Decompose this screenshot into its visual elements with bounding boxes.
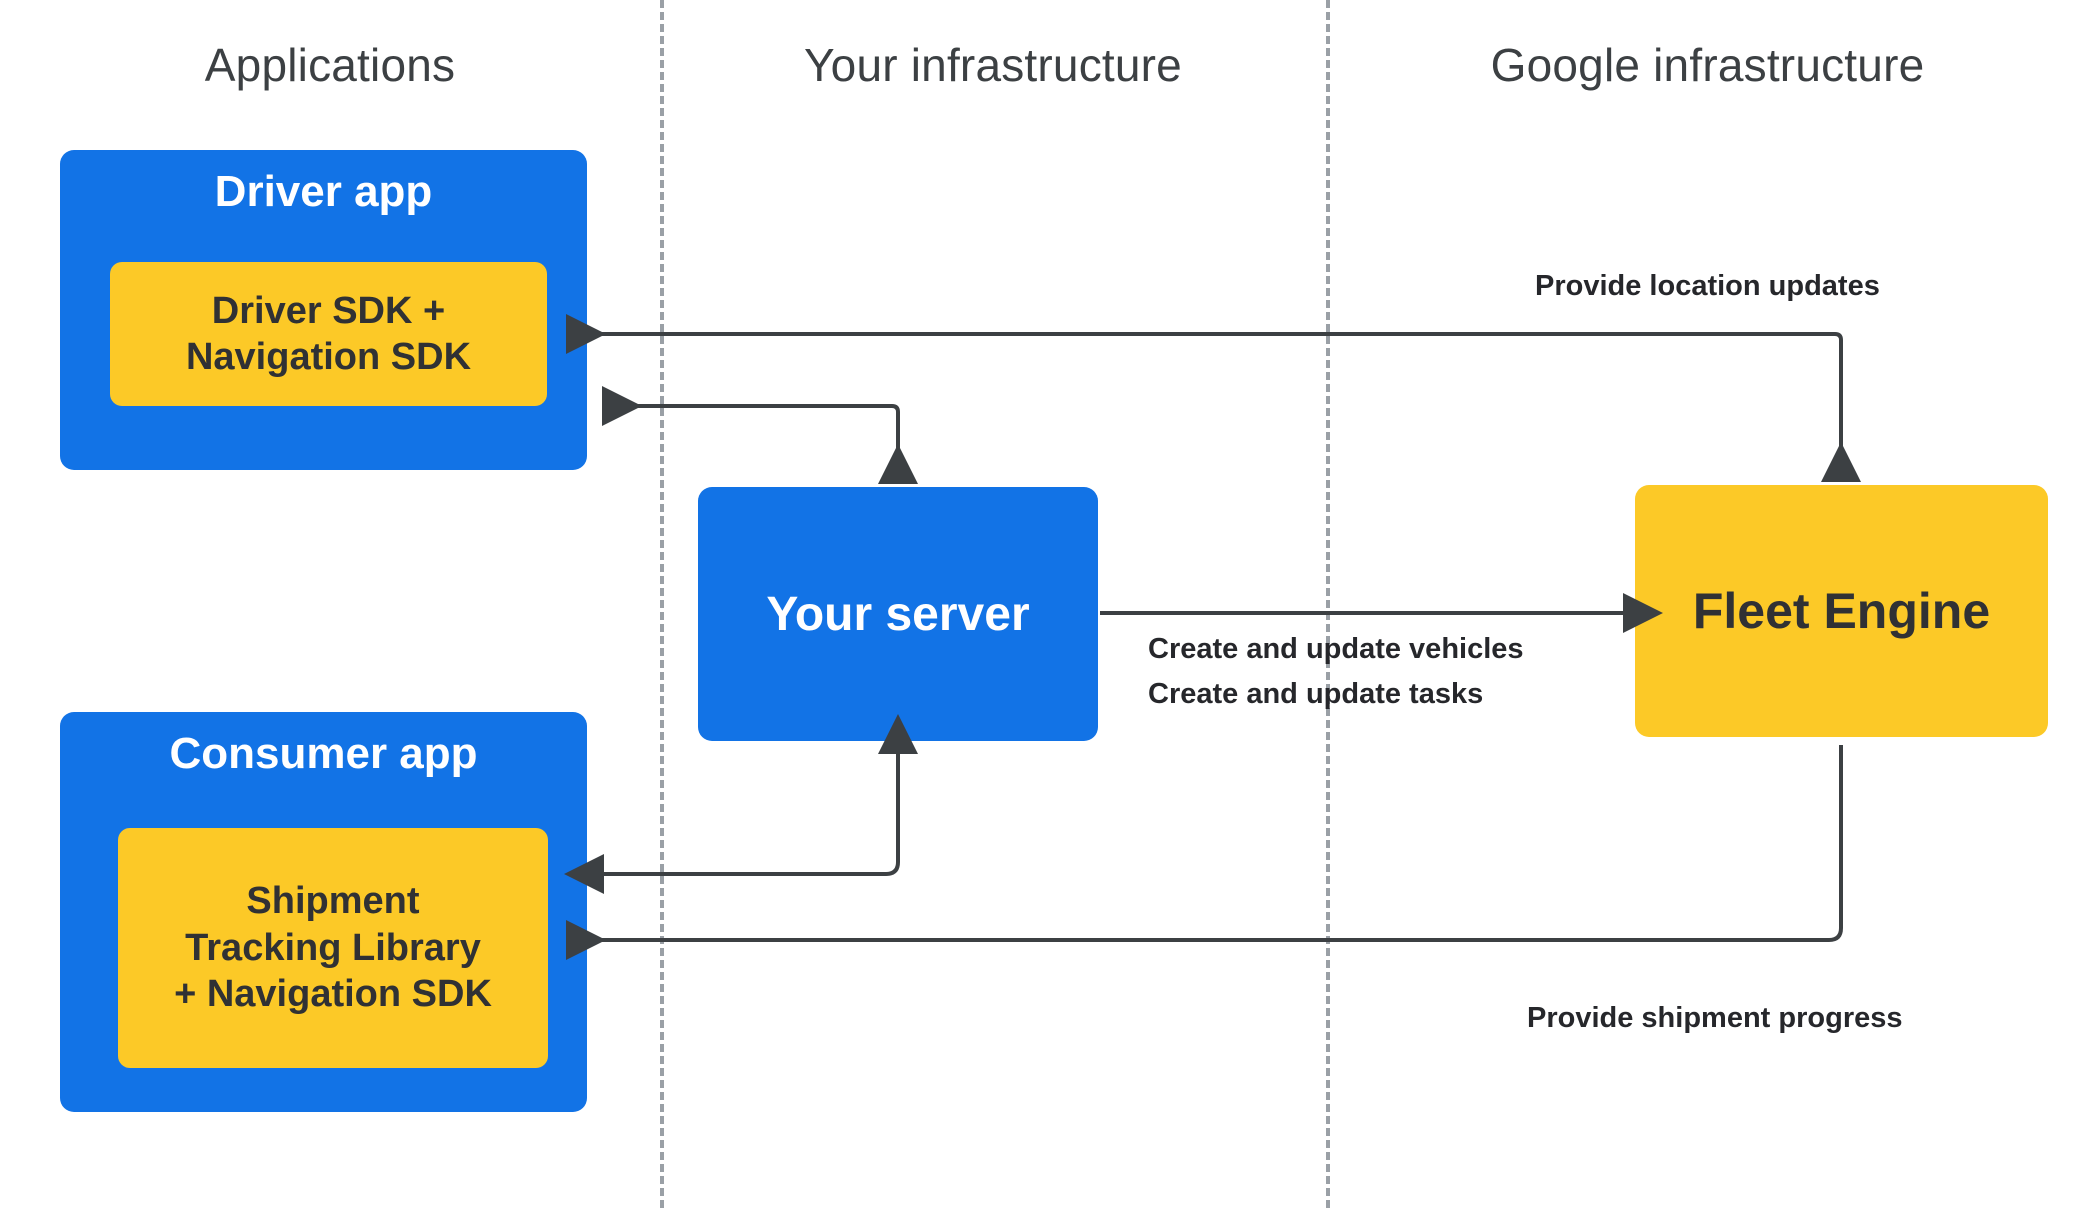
edge-label-provide-location-updates: Provide location updates — [1535, 270, 1880, 302]
wire-location-updates — [566, 314, 1861, 482]
divider-google-infrastructure — [1326, 0, 1330, 1208]
wire-server-to-driver-app — [602, 386, 918, 484]
edge-label-create-and-update-tasks: Create and update tasks — [1148, 678, 1484, 710]
column-title-your-infrastructure: Your infrastructure — [804, 39, 1182, 91]
wire-shipment-progress — [566, 745, 1843, 960]
driver-app-title: Driver app — [214, 167, 433, 216]
consumer-app-title: Consumer app — [169, 729, 478, 778]
edge-label-create-and-update-vehicles: Create and update vehicles — [1148, 633, 1524, 665]
consumer-sdk-line-3: + Navigation SDK — [174, 973, 492, 1016]
driver-sdk-line-2: Navigation SDK — [185, 336, 472, 378]
node-fleet-engine[interactable]: Fleet Engine — [1635, 485, 2048, 737]
column-title-google-infrastructure: Google infrastructure — [1490, 39, 1925, 91]
consumer-sdk-line-1: Shipment — [246, 880, 420, 923]
consumer-sdk-line-2: Tracking Library — [185, 926, 481, 969]
node-driver-sdk[interactable]: Driver SDK + Navigation SDK — [110, 262, 547, 406]
fleet-engine-title: Fleet Engine — [1692, 583, 1991, 639]
divider-your-infrastructure — [660, 0, 664, 1208]
column-title-applications: Applications — [204, 39, 456, 91]
driver-sdk-line-1: Driver SDK + — [211, 289, 446, 332]
node-your-server[interactable]: Your server — [698, 487, 1098, 741]
wire-consumer-branch-to-server — [564, 714, 918, 894]
node-shipment-tracking-library[interactable]: Shipment Tracking Library + Navigation S… — [118, 828, 548, 1068]
edge-label-provide-shipment-progress: Provide shipment progress — [1527, 1002, 1903, 1034]
your-server-title: Your server — [766, 587, 1030, 641]
